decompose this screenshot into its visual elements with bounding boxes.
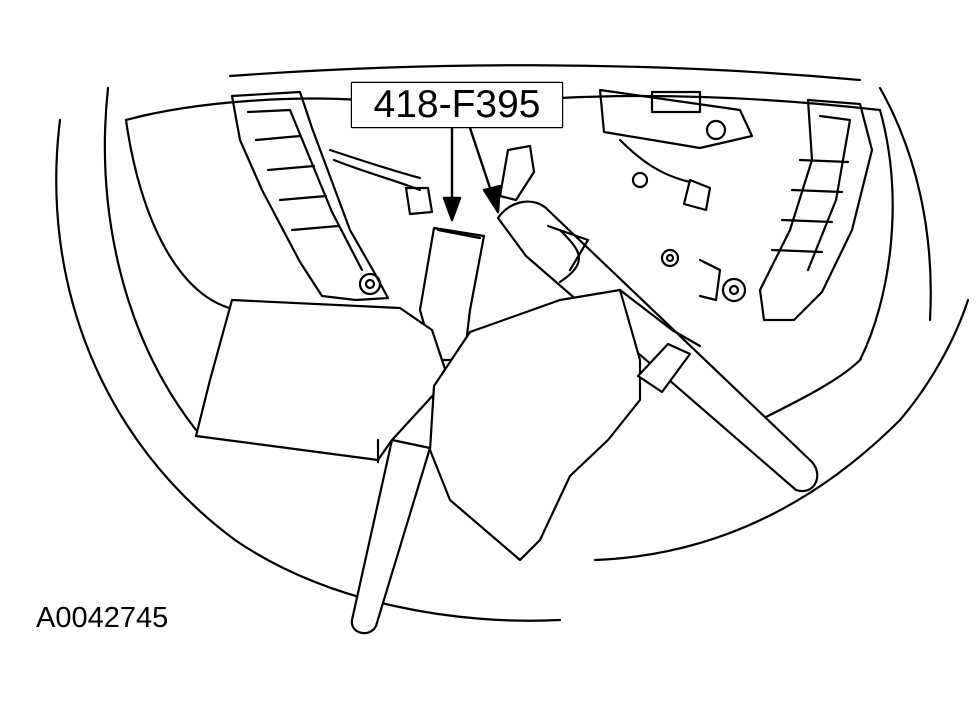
left-cover-plate <box>194 298 448 464</box>
tool-diagonal-bar <box>496 200 819 493</box>
callout-arrows <box>442 126 502 222</box>
left-spoke-bracket <box>230 90 390 302</box>
right-spoke-bracket <box>721 98 874 322</box>
tool-number-label: 418-F395 <box>352 83 562 127</box>
tool-body <box>428 288 702 562</box>
figure-id-label: A0042745 <box>36 602 169 634</box>
wheel-hub-opening <box>124 94 894 422</box>
steering-wheel-rim <box>55 64 970 622</box>
hub-wiring <box>328 88 754 302</box>
